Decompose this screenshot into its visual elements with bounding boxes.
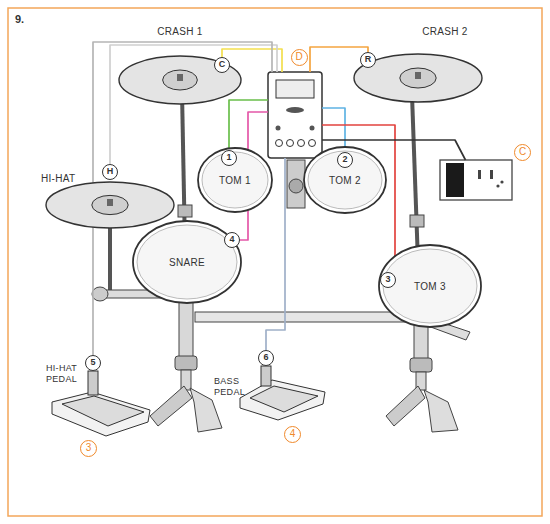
socket-slot bbox=[478, 170, 481, 179]
pedal-board bbox=[62, 396, 144, 426]
jack-label: C bbox=[215, 58, 229, 72]
rack-bar bbox=[195, 312, 420, 322]
pedal-board bbox=[250, 386, 318, 412]
jack-number: H bbox=[102, 164, 118, 180]
callout-letter: D bbox=[291, 49, 308, 66]
jack-number: 3 bbox=[380, 272, 396, 288]
module-button bbox=[276, 126, 281, 131]
wall-socket bbox=[440, 160, 512, 200]
jack-label: 6 bbox=[259, 351, 273, 365]
jack-number: 2 bbox=[337, 152, 353, 168]
rack-joint bbox=[410, 358, 432, 372]
pad-rim bbox=[198, 148, 272, 212]
cymbal-disc bbox=[119, 56, 241, 104]
jack-label: 2 bbox=[338, 153, 352, 167]
rack-leg bbox=[414, 322, 428, 362]
jack-label: R bbox=[361, 53, 375, 67]
callout-number: 4 bbox=[284, 426, 301, 443]
rack-foot bbox=[150, 386, 192, 426]
clamp bbox=[410, 215, 424, 227]
module-logo bbox=[286, 107, 304, 113]
tom-pad: TOM 22 bbox=[303, 146, 387, 214]
clamp bbox=[178, 205, 192, 217]
tom-mount-joint bbox=[289, 179, 303, 193]
jack-number: 4 bbox=[224, 232, 240, 248]
snare-pad: SNARE4 bbox=[132, 220, 242, 304]
pad-rim bbox=[304, 147, 386, 213]
pedal-post bbox=[261, 366, 271, 386]
module-body bbox=[268, 72, 322, 158]
cymbal-bell bbox=[163, 70, 198, 90]
rack-foot bbox=[424, 390, 458, 432]
socket-slot bbox=[490, 170, 493, 179]
wire-connector bbox=[110, 45, 277, 164]
step-number: 9. bbox=[15, 13, 24, 25]
jack-number: 1 bbox=[221, 150, 237, 166]
part-name: SNARE bbox=[132, 220, 242, 304]
rack-leg bbox=[179, 296, 193, 360]
hihat-clamp bbox=[92, 287, 108, 301]
part-name: HI-HAT PEDAL bbox=[46, 363, 86, 385]
jack-number: R bbox=[360, 52, 376, 68]
rack-joint bbox=[175, 356, 197, 370]
tom-mount bbox=[287, 160, 305, 208]
module-button bbox=[309, 140, 316, 147]
pedal-post bbox=[88, 371, 98, 395]
part-name: CRASH 2 bbox=[405, 26, 485, 38]
cymbal-bell bbox=[92, 195, 128, 214]
module-button bbox=[276, 140, 283, 147]
jack-number: 5 bbox=[85, 355, 101, 371]
cymbal-nut bbox=[107, 199, 113, 206]
part-name: TOM 3 bbox=[378, 244, 482, 328]
jack-label: 5 bbox=[86, 356, 100, 370]
pedal-base bbox=[240, 380, 325, 420]
module-button bbox=[287, 140, 294, 147]
pedal-base bbox=[52, 392, 150, 436]
part-name: CRASH 1 bbox=[118, 26, 242, 38]
power-plug bbox=[446, 163, 464, 197]
cymbal-nut bbox=[415, 72, 421, 79]
part-name: BASS PEDAL bbox=[214, 376, 256, 398]
module-screen bbox=[276, 80, 314, 98]
power-adapter: C bbox=[440, 160, 512, 200]
jack-label: 1 bbox=[222, 151, 236, 165]
crash-cymbal: CRASH 2R bbox=[353, 53, 483, 103]
jack-label: 4 bbox=[225, 233, 239, 247]
jack-number: 6 bbox=[258, 350, 274, 366]
pad-rim bbox=[133, 221, 241, 303]
part-name: HI-HAT bbox=[41, 173, 75, 185]
jack-number: C bbox=[214, 57, 230, 73]
callout-number: 3 bbox=[80, 440, 97, 457]
cymbal-bell bbox=[400, 68, 436, 88]
hihat-cymbal: HI-HATH bbox=[45, 181, 175, 229]
rack-foot bbox=[386, 386, 425, 426]
tom-pad: TOM 33 bbox=[378, 244, 482, 328]
cymbal-outline bbox=[45, 181, 175, 229]
jack-label: H bbox=[103, 165, 117, 179]
module-button bbox=[310, 126, 315, 131]
jack-label: 3 bbox=[381, 273, 395, 287]
frame bbox=[8, 8, 542, 516]
wire-connector bbox=[322, 108, 345, 152]
pad-rim bbox=[379, 245, 481, 327]
socket-hole bbox=[496, 184, 499, 187]
cymbal-disc bbox=[46, 182, 174, 228]
bass-pedal: BASS PEDAL6 bbox=[212, 348, 326, 422]
socket-hole bbox=[500, 180, 503, 183]
drum-module: D bbox=[268, 72, 322, 158]
crash-cymbal: CRASH 1C bbox=[118, 55, 242, 105]
hihat-pedal: HI-HAT PEDAL5 bbox=[46, 355, 156, 437]
cymbal-nut bbox=[177, 74, 183, 81]
callout-letter: C bbox=[514, 144, 531, 161]
tom-pad: TOM 11 bbox=[197, 147, 273, 213]
module-button bbox=[298, 140, 305, 147]
